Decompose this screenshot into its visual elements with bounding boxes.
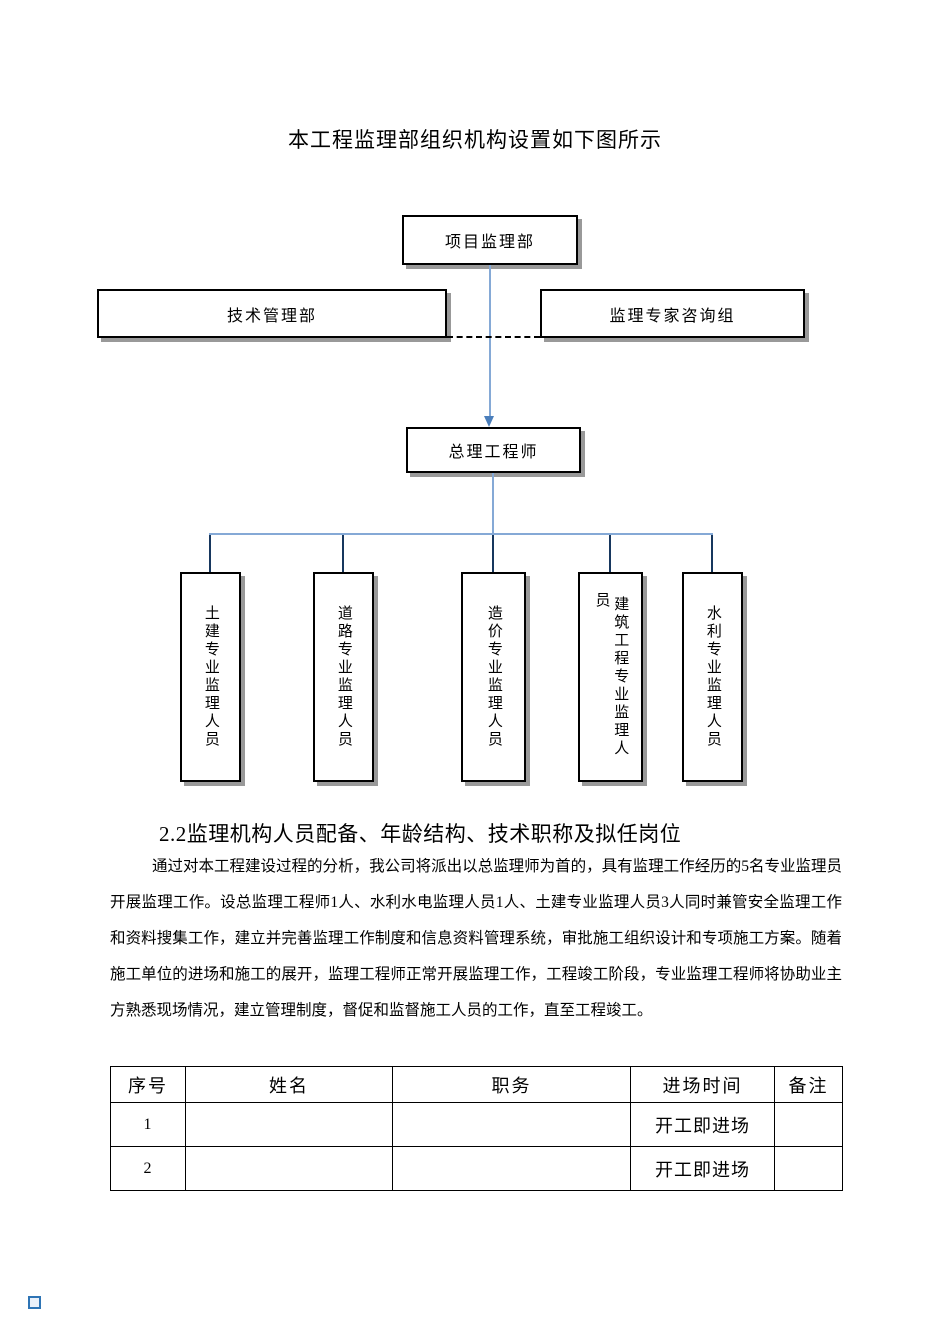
vertical-text-wrap: 造价专业监理人员 [463,574,524,780]
table-header-row: 序号 姓名 职务 进场时间 备注 [110,1066,843,1103]
org-box-label: 项目监理部 [444,234,535,251]
cell-position [392,1102,631,1147]
vertical-text-wrap: 道路专业监理人员 [315,574,372,780]
org-box-water-supervisors: 水利专业监理人员 [682,572,743,782]
col-header-note: 备注 [774,1066,843,1103]
vertical-text-wrap: 土建专业监理人员 [182,574,239,780]
org-box-label: 总理工程师 [448,444,539,461]
org-box-construction-supervisors: 员 建筑工程专业监理人 [578,572,643,782]
org-box-label-overflow: 员 [593,592,610,610]
col-header-entry-time: 进场时间 [630,1066,775,1103]
cell-index: 2 [110,1146,186,1191]
connector-drop-road [342,535,344,572]
connector-drop-construction [609,535,611,572]
cell-position [392,1146,631,1191]
org-box-label: 水利专业监理人员 [704,605,721,749]
connector-chief-stem [492,473,494,533]
org-box-cost-supervisors: 造价专业监理人员 [461,572,526,782]
cell-entry-time: 开工即进场 [630,1102,775,1147]
org-box-project-dept: 项目监理部 [402,215,578,265]
connector-distribution-bar [209,533,713,535]
org-box-expert-group: 监理专家咨询组 [540,289,805,338]
col-header-name: 姓名 [185,1066,393,1103]
personnel-table: 序号 姓名 职务 进场时间 备注 1 开工即进场 2 开工即进场 [110,1066,843,1191]
connector-project-to-chief [489,265,491,416]
org-box-label: 土建专业监理人员 [202,605,219,749]
table-row: 2 开工即进场 [110,1146,843,1191]
connector-drop-civil [209,535,211,572]
org-box-chief-engineer: 总理工程师 [406,427,581,473]
cell-note [774,1102,843,1147]
org-box-label: 监理专家咨询组 [609,307,736,325]
org-box-road-supervisors: 道路专业监理人员 [313,572,374,782]
table-row: 1 开工即进场 [110,1102,843,1147]
connector-dashed-lateral [447,336,540,338]
vertical-text-wrap: 水利专业监理人员 [684,574,741,780]
cell-note [774,1146,843,1191]
cell-name [185,1146,393,1191]
page-title: 本工程监理部组织机构设置如下图所示 [288,128,662,152]
body-paragraph: 通过对本工程建设过程的分析，我公司将派出以总监理师为首的，具有监理工作经历的5名… [110,858,842,1019]
arrow-down-icon [484,416,494,427]
col-header-index: 序号 [110,1066,186,1103]
col-header-position: 职务 [392,1066,631,1103]
org-box-label: 造价专业监理人员 [485,605,502,749]
org-box-label: 技术管理部 [226,307,317,325]
page-marker-icon [28,1296,41,1309]
org-box-civil-supervisors: 土建专业监理人员 [180,572,241,782]
connector-drop-cost [492,535,494,572]
org-box-label: 道路专业监理人员 [335,605,352,749]
cell-entry-time: 开工即进场 [630,1146,775,1191]
section-heading: 2.2监理机构人员配备、年龄结构、技术职称及拟任岗位 [159,822,682,846]
cell-index: 1 [110,1102,186,1147]
cell-name [185,1102,393,1147]
connector-drop-water [711,535,713,572]
vertical-text-wrap: 员 建筑工程专业监理人 [580,574,641,780]
org-box-tech-dept: 技术管理部 [97,289,447,338]
org-box-label: 建筑工程专业监理人 [612,596,629,758]
